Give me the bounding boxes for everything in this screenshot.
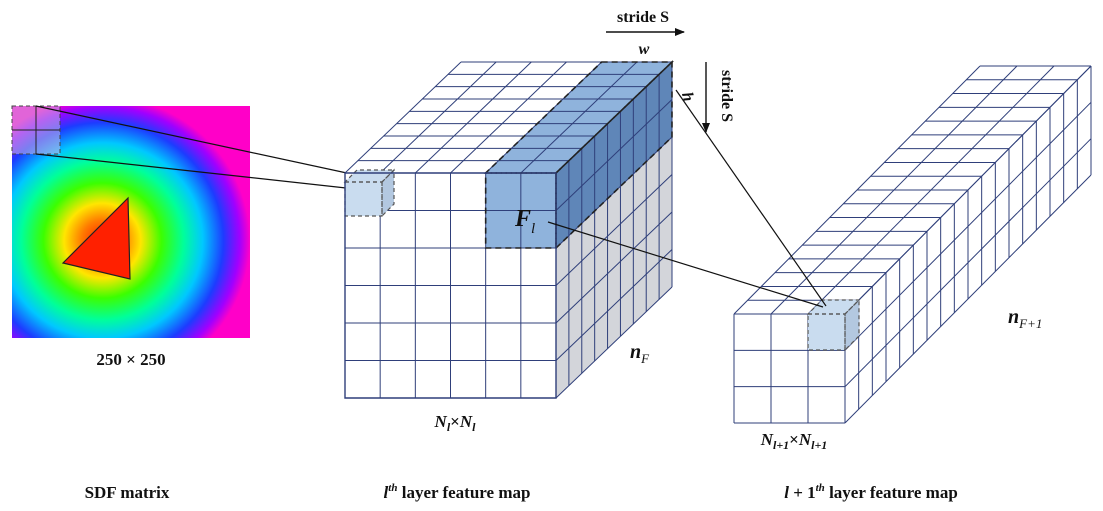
sdf-patch [11, 105, 61, 155]
grid-line [520, 61, 638, 174]
layer-next-size-label: Nl+1×Nl+1 [760, 430, 828, 452]
receptive-patch-side [382, 170, 394, 216]
grid-line [555, 286, 673, 399]
sdf-triangle [61, 196, 131, 280]
grid-line [844, 65, 1092, 315]
grid-line [379, 61, 497, 174]
stride-horizontal: stride S [606, 9, 685, 36]
stride-vertical: stride S [702, 62, 735, 133]
grid-line [844, 174, 1092, 424]
output-cell-side [845, 300, 859, 350]
sdf-matrix: 250 × 250 SDF matrix [11, 105, 250, 502]
grid-line [344, 61, 462, 174]
kernel-connectors [547, 89, 827, 308]
front-edge [344, 172, 557, 399]
sdf-connectors [35, 105, 371, 189]
grid-line [844, 101, 1092, 351]
output-cell-front [808, 314, 845, 350]
layer-next-cuboid [733, 65, 1092, 424]
grid-line [555, 174, 673, 286]
feature-map-label: Fl [514, 206, 535, 237]
grid-line [555, 211, 673, 324]
layer-l-size-label: Nl×Nl [434, 412, 477, 434]
feature-symbol: F [514, 206, 531, 232]
receptive-patch-front [345, 182, 382, 216]
feature-sub: l [531, 221, 535, 237]
output-cell-top [808, 300, 859, 314]
stride-vertical-label: stride S [718, 70, 735, 122]
layer-l-cuboid [343, 60, 674, 399]
stride-horizontal-label: stride S [617, 9, 669, 26]
grid-line [555, 99, 673, 211]
receptive-patch-outline [381, 168, 395, 218]
output-cell-outline [844, 298, 860, 352]
receptive-patch-outline [343, 169, 396, 183]
layer-l-caption: lth layer feature map [384, 482, 531, 502]
grid-line [450, 61, 567, 174]
kernel-w-label: w [639, 41, 650, 58]
grid-line [414, 61, 532, 174]
layer-next-caption: l + 1th layer feature map [784, 482, 958, 502]
sdf-size-label: 250 × 250 [96, 350, 165, 369]
sdf-caption: SDF matrix [85, 483, 170, 502]
grid-line [844, 138, 1092, 388]
layer-l-depth-label: nF [630, 341, 650, 366]
layer-next-depth-label: nF+1 [1008, 306, 1042, 331]
grid-line [555, 249, 673, 361]
